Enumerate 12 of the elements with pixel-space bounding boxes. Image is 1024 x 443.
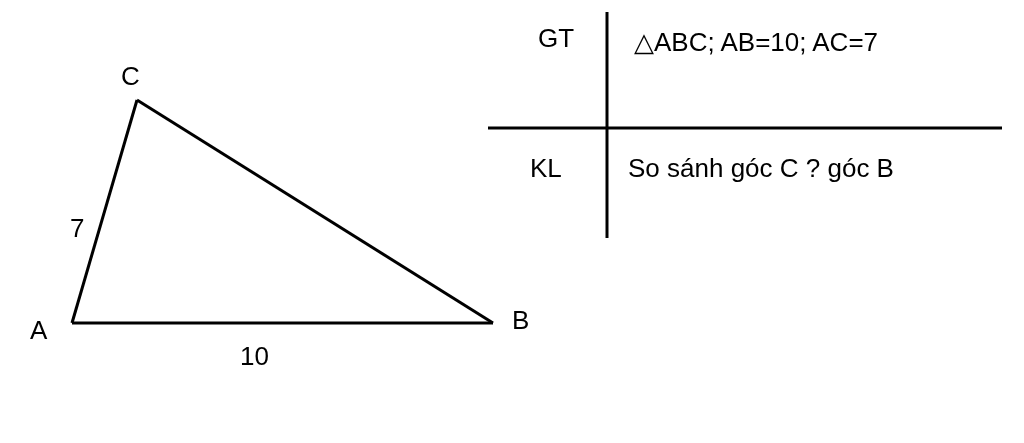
given-text: △ABC; AB=10; AC=7 [634,26,880,59]
triangle-side [70,99,139,324]
side-length-label: 7 [70,212,85,245]
conclusion-text: So sánh góc C ? góc B [628,152,894,185]
triangle-side [72,321,493,325]
side-length-label: 10 [240,340,269,373]
vertex-label: B [512,304,530,338]
vertex-label: A [30,314,48,348]
table-header: KL [530,152,562,185]
vertex-label: C [121,60,140,94]
table-header: GT [538,22,575,55]
triangle-side [136,98,494,325]
